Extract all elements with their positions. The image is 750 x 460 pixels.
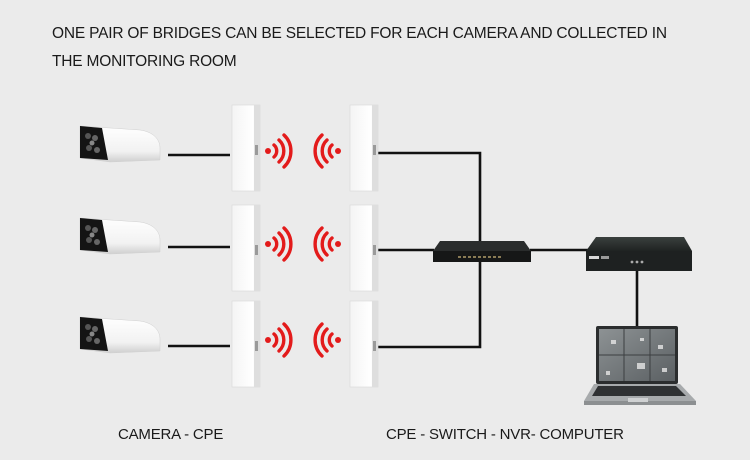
nvr-recorder-icon [586, 237, 692, 271]
wifi-signal-icon [263, 133, 293, 169]
cpe-antenna-icon [231, 300, 261, 388]
camera-icon [79, 217, 161, 255]
wifi-signal-icon [263, 226, 293, 262]
caption-camera-cpe: CAMERA - CPE [118, 426, 224, 443]
cpe-antenna-icon [349, 204, 379, 292]
wifi-signal-icon [263, 322, 293, 358]
cable-cpe-switch-1 [376, 151, 482, 246]
diagram-title: ONE PAIR OF BRIDGES CAN BE SELECTED FOR … [52, 25, 667, 70]
cpe-antenna-icon [231, 104, 261, 192]
wifi-signal-icon [313, 226, 343, 262]
cpe-antenna-icon [231, 204, 261, 292]
camera-icon [79, 316, 161, 354]
camera-icon [79, 125, 161, 163]
cpe-antenna-icon [349, 104, 379, 192]
caption-cpe-switch-nvr-computer: CPE - SWITCH - NVR- COMPUTER [386, 426, 624, 443]
cpe-antenna-icon [349, 300, 379, 388]
cables [168, 151, 639, 349]
cable-cpe-switch-3 [376, 260, 482, 349]
network-switch-icon [433, 241, 531, 262]
laptop-icon [584, 326, 696, 405]
wifi-signal-icon [313, 133, 343, 169]
row-3 [79, 300, 379, 388]
row-1 [79, 104, 379, 192]
wifi-signal-icon [313, 322, 343, 358]
